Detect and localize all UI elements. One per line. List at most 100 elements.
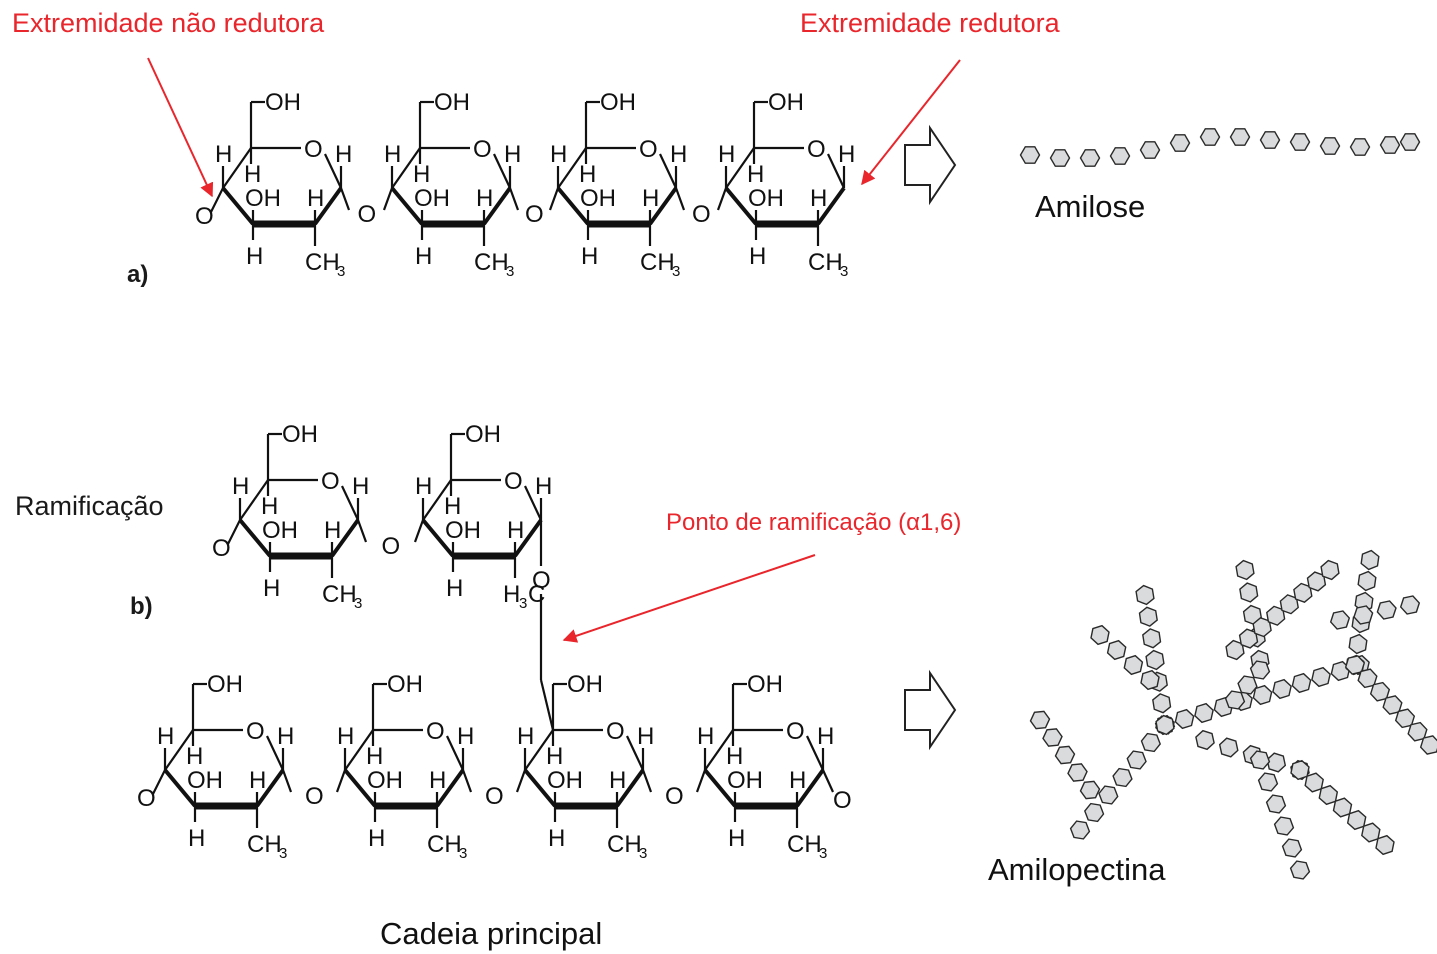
- glucose-bead: [1265, 794, 1287, 814]
- hydrogen-label: H: [728, 825, 745, 852]
- glucose-bead: [1252, 684, 1273, 706]
- methyl-label: CH: [474, 249, 509, 276]
- glucose-bead: [1194, 702, 1214, 724]
- ring-oxygen: O: [473, 136, 492, 163]
- glucose-bead: [1293, 582, 1313, 603]
- glucose-bead: [1289, 860, 1311, 880]
- non-reducing-end-arrow: [147, 57, 214, 198]
- glucose-bead: [1019, 146, 1041, 164]
- branch-bond: [539, 679, 555, 731]
- branch-point-label: Ponto de ramificação (α1,6): [666, 509, 961, 536]
- glucose-bead: [1319, 137, 1341, 155]
- ring-oxygen: O: [786, 718, 805, 745]
- bridge-oxygen: O: [485, 783, 504, 810]
- terminal-oxygen: O: [195, 203, 214, 230]
- main-chain-label: Cadeia principal: [380, 916, 602, 951]
- hydrogen-label: H: [157, 723, 174, 750]
- hydroxyl-label: OH: [282, 421, 318, 448]
- glycosidic-link: O: [281, 769, 347, 810]
- glucose-bead: [1135, 584, 1155, 606]
- glucose-bead: [1304, 772, 1324, 793]
- methyl-label: CH: [640, 249, 675, 276]
- methyl-subscript: 3: [279, 845, 287, 862]
- hydrogen-label: H: [246, 243, 263, 270]
- glucose-bead: [1112, 767, 1133, 788]
- glucose-bead: [1079, 149, 1101, 167]
- methyl-subscript: 3: [819, 845, 827, 862]
- glucose-bead: [1266, 605, 1286, 626]
- reducing-end-arrow: [861, 59, 961, 186]
- glucose-bead: [1272, 678, 1292, 700]
- hydrogen-label: H: [838, 141, 855, 168]
- methyl-subscript: 3: [354, 595, 362, 612]
- hydrogen-label: H: [335, 141, 352, 168]
- glucose-bead: [1369, 681, 1391, 702]
- hydroxyl-label: OH: [245, 185, 281, 212]
- glucose-bead: [1407, 721, 1428, 742]
- hydroxyl-label: OH: [727, 767, 763, 794]
- glucose-bead: [1237, 675, 1258, 695]
- hydrogen-label: H: [429, 767, 446, 794]
- glucose-bead: [1291, 672, 1312, 694]
- glucose-bead: [1090, 624, 1110, 646]
- hydrogen-label: H: [415, 473, 432, 500]
- hydrogen-label: H: [637, 723, 654, 750]
- ring-oxygen: O: [639, 136, 658, 163]
- bridge-oxygen: O: [358, 201, 377, 228]
- hydroxyl-label: OH: [600, 89, 636, 116]
- hydrogen-label: H: [642, 185, 659, 212]
- glucose-bead: [1224, 690, 1246, 710]
- glucose-bead: [1140, 669, 1160, 691]
- hydrogen-label: H: [670, 141, 687, 168]
- glucose-bead: [1126, 750, 1147, 770]
- hydrogen-label: H: [277, 723, 294, 750]
- glucose-bead: [1042, 728, 1063, 747]
- hydrogen-label: H: [550, 141, 567, 168]
- hydroxyl-label: OH: [547, 767, 583, 794]
- branch-point-arrow: [562, 554, 816, 643]
- hydrogen-label: H: [413, 161, 430, 188]
- ring-oxygen: O: [304, 136, 323, 163]
- glucose-bead: [1346, 809, 1367, 831]
- glucose-bead: [1259, 131, 1281, 149]
- glucose-bead: [1330, 660, 1351, 682]
- glucose-bead: [1142, 628, 1162, 649]
- methyl-label: CH: [247, 831, 282, 858]
- hydrogen-label: H: [249, 767, 266, 794]
- methyl-subscript: 3: [639, 845, 647, 862]
- hydrogen-label: H: [817, 723, 834, 750]
- non-reducing-end-label: Extremidade não redutora: [12, 8, 325, 38]
- methyl-subscript: 3: [459, 845, 467, 862]
- hydrogen-label: H: [789, 767, 806, 794]
- glucose-bead: [1279, 594, 1299, 615]
- glucose-bead: [1067, 763, 1088, 782]
- hydrogen-label: H: [307, 185, 324, 212]
- glucose-bead: [1357, 570, 1377, 592]
- glucose-bead: [1353, 605, 1374, 625]
- glycosidic-link: O: [461, 769, 527, 810]
- glucose-bead: [1306, 571, 1327, 592]
- hydrogen-label: H: [366, 743, 383, 770]
- glucose-bead: [1394, 708, 1416, 729]
- hydrogen-label: H: [749, 243, 766, 270]
- hydrogen-label: H: [324, 517, 341, 544]
- glucose-bead: [1290, 759, 1310, 781]
- glucose-bead: [1419, 735, 1437, 755]
- ring-oxygen: O: [426, 718, 445, 745]
- hydrogen-label: H: [507, 517, 524, 544]
- methyl-label: CH: [427, 831, 462, 858]
- hydrogen-label: H: [232, 473, 249, 500]
- amylose-bead-chain: [1019, 128, 1421, 167]
- glucose-bead: [1332, 797, 1353, 818]
- hydroxyl-label: OH: [414, 185, 450, 212]
- amylose-label: Amilose: [1035, 189, 1145, 224]
- hydroxyl-label: OH: [367, 767, 403, 794]
- glucose-bead: [1249, 660, 1271, 680]
- hydrogen-label: H: [517, 723, 534, 750]
